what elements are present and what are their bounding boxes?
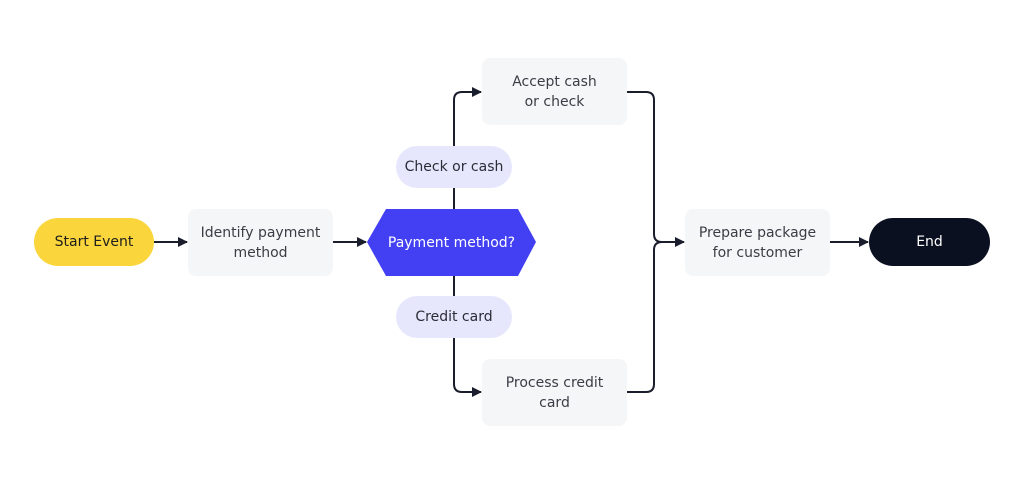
start-event[interactable]: Start Event — [34, 218, 154, 266]
connector-gateway-to-accept — [453, 87, 482, 209]
end-event[interactable]: End — [869, 218, 990, 266]
start-event-label: Start Event — [54, 234, 134, 250]
task-accept-cash-check[interactable]: Accept cash or check — [482, 58, 627, 125]
branch-label-upper-text: Check or cash — [404, 159, 504, 175]
task-process-label: Process credit card — [505, 374, 604, 411]
branch-label-check-or-cash: Check or cash — [396, 146, 512, 188]
task-prepare-package[interactable]: Prepare package for customer — [685, 209, 830, 276]
branch-label-credit-card: Credit card — [396, 296, 512, 338]
gateway-payment-method[interactable]: Payment method? — [367, 209, 536, 276]
task-process-credit-card[interactable]: Process credit card — [482, 359, 627, 426]
task-prepare-label: Prepare package for customer — [698, 224, 817, 261]
connector-accept-to-merge — [627, 91, 663, 243]
connector-process-to-merge — [627, 241, 663, 393]
end-event-label: End — [916, 234, 943, 250]
branch-label-lower-text: Credit card — [415, 309, 493, 325]
task-identify-payment-label: Identify payment method — [200, 224, 321, 261]
connector-gateway-to-process — [453, 276, 482, 397]
task-accept-label: Accept cash or check — [512, 73, 597, 110]
task-identify-payment[interactable]: Identify payment method — [188, 209, 333, 276]
gateway-shape[interactable] — [367, 209, 536, 276]
gateway-label: Payment method? — [387, 234, 516, 251]
